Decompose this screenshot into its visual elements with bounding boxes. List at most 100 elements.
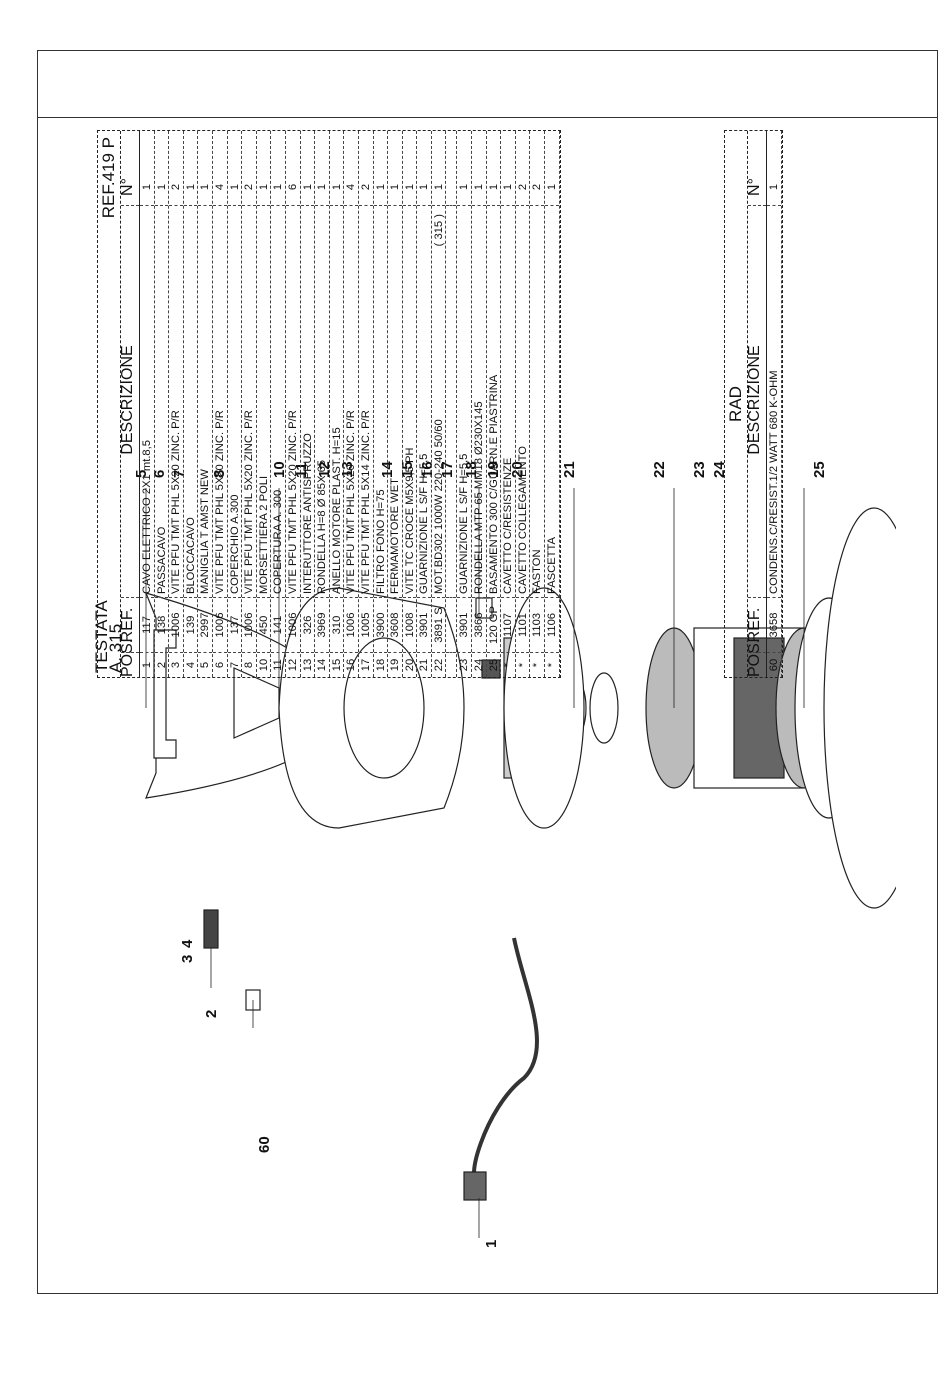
callout-10: 10: [271, 461, 288, 478]
cell-desc: INTERUTTORE ANTISPRUZZO: [300, 205, 315, 597]
cell-ref: 450: [256, 597, 271, 652]
cell-desc: GUARNIZIONE L S/F H=5,5: [457, 205, 472, 597]
callout-18: 18: [463, 461, 480, 478]
rad-table-title: RAD: [726, 386, 745, 422]
cell-ref: 326: [300, 597, 315, 652]
cell-n: 1: [330, 183, 343, 191]
cell-pos: 11: [271, 652, 285, 677]
handle-part: [153, 629, 177, 759]
cell-ref: 1006: [285, 597, 300, 652]
parts-table-ref: REF.419 P: [99, 137, 118, 219]
table-row: [446, 131, 458, 677]
cell-pos: [446, 652, 457, 677]
callout-22: 22: [651, 461, 668, 478]
cell-desc: ANELLO MOTORE PLAST. H=15: [329, 205, 344, 597]
cell-n: 1: [184, 183, 197, 191]
col-desc: DESCRIZIONE: [121, 205, 139, 597]
cell-desc: FASCETTA: [545, 205, 559, 597]
cell-pos: 8: [242, 652, 256, 677]
cell-n: 1: [389, 183, 402, 191]
callout-20: 20: [509, 461, 526, 478]
cell-ref: 138: [154, 597, 169, 652]
cell-n: 1: [374, 183, 387, 191]
parts-table-header: TESTATA A. 315 REF.419 P: [92, 131, 125, 677]
motor-plate-part: [503, 587, 585, 829]
cell-ref: 3658: [767, 597, 781, 652]
cell-pos: *: [530, 652, 545, 677]
cell-desc: FERMAMOTORE WET: [388, 205, 402, 597]
cell-desc: CONDENS.C/RESIST.1/2 WATT 680 K-OHM: [767, 205, 781, 597]
rotated-sheet: 1 2 3 4 5 6 7 8 10 11 12 13 14 15 16 17 …: [84, 130, 896, 1248]
callout-5: 5: [133, 470, 150, 478]
cell-ref: 1107: [501, 597, 515, 652]
cell-pos: 15: [329, 652, 344, 677]
callout-6: 6: [151, 470, 168, 478]
callout-1: 1: [483, 1240, 500, 1248]
washer-part: [589, 672, 619, 744]
cable-gland-part: [203, 909, 219, 949]
cell-n: 4: [213, 183, 226, 191]
cell-n: 1: [418, 183, 431, 191]
cell-ref: 139: [183, 597, 198, 652]
cell-desc: CAVETTO COLLEGAMENTO: [515, 205, 530, 597]
rad-table-columns: POS. REF. DESCRIZIONE N°: [746, 131, 767, 677]
callout-15: 15: [399, 461, 416, 478]
cell-ref: 2997: [198, 597, 212, 652]
cell-pos: *: [545, 652, 559, 677]
cell-pos: 60: [767, 652, 781, 677]
cell-ref: 1006: [242, 597, 256, 652]
callout-24: 24: [711, 461, 728, 478]
cell-desc: FASTON: [530, 205, 545, 597]
col-n: N°: [119, 178, 136, 196]
cell-pos: 6: [212, 652, 227, 677]
cell-desc: MORSETTIERA 2 POLI: [256, 205, 271, 597]
parts-table-columns: POS. REF. DESCRIZIONE N°: [119, 131, 140, 677]
cell-ref: 1006: [344, 597, 358, 652]
callout-8: 8: [211, 470, 228, 478]
cell-ref: 137: [227, 597, 242, 652]
page-frame: [37, 50, 938, 1294]
plug-part: [463, 1171, 487, 1201]
cell-ref: 1008: [402, 597, 417, 652]
cell-n: 1: [768, 183, 780, 191]
cell-pos: *: [501, 652, 515, 677]
rad-table-header: RAD: [725, 131, 748, 677]
cell-n: [446, 169, 456, 205]
cell-n: 1: [473, 183, 486, 191]
cable-part: [472, 937, 539, 1181]
terminal-block-part: [475, 597, 493, 619]
cell-pos: 19: [388, 652, 402, 677]
switch-part: [481, 659, 501, 679]
header-band: [37, 50, 938, 118]
cell-ref: 141: [271, 597, 285, 652]
cell-desc: VITE PFU TMT PHL 5X20 ZINC. P/R: [344, 205, 358, 597]
cell-pos: 18: [373, 652, 388, 677]
cell-desc: VITE PFU TMT PHL 5X14 ZINC. P/R: [358, 205, 373, 597]
cell-n: 6: [286, 183, 299, 191]
cell-desc: PASSACAVO: [154, 205, 169, 597]
cell-desc: VITE PFU TMT PHL 5X20 ZINC. P/R: [285, 205, 300, 597]
cell-n: 2: [359, 183, 372, 191]
callout-4: 4: [179, 939, 196, 948]
cell-n: 1: [228, 183, 241, 191]
callout-2: 2: [203, 1010, 220, 1018]
cell-ref: 1106: [545, 597, 559, 652]
cell-ref: 117: [140, 597, 154, 652]
callout-23: 23: [691, 461, 708, 478]
